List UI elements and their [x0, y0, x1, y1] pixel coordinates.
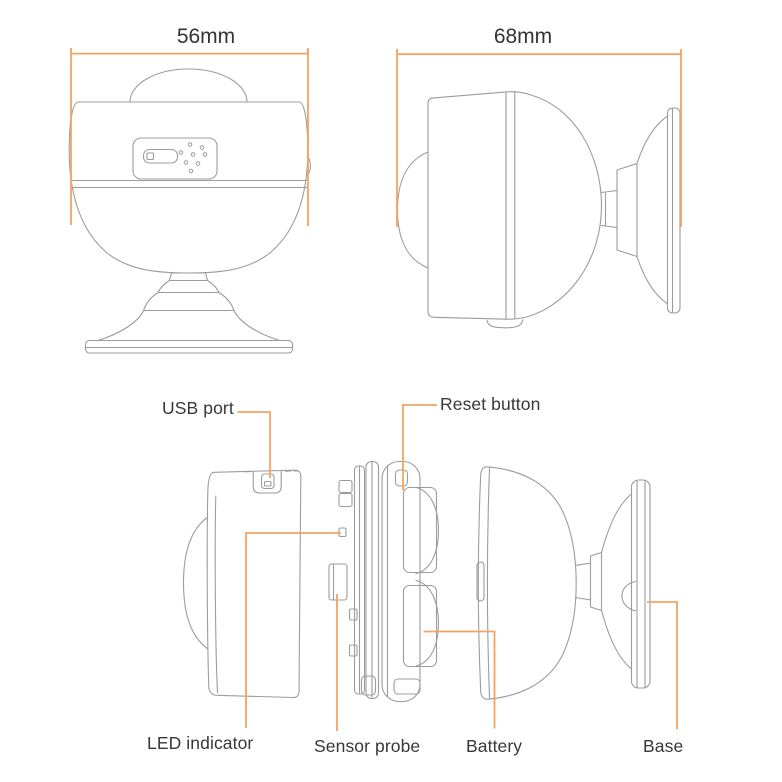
- exploded-battery-holder: [381, 460, 440, 703]
- stand-neck: [574, 562, 592, 601]
- mount-trumpet: [636, 115, 669, 305]
- stand-tier-2: [142, 291, 235, 312]
- led-indicator-leader-line: [245, 532, 341, 728]
- front-shell-rim: [214, 495, 219, 694]
- battery-cage-lower: [402, 584, 438, 668]
- base-plate: [84, 339, 294, 354]
- usb-port-leader-line: [237, 411, 271, 478]
- mic-holes: [178, 142, 208, 174]
- stand-trumpet: [97, 309, 281, 342]
- dome-lens-side: [396, 151, 429, 269]
- dimension-label-side-width: 68mm: [493, 25, 553, 48]
- battery-cage-upper: [402, 486, 438, 574]
- dome-lens: [129, 68, 248, 103]
- mount-tier: [616, 162, 638, 258]
- stand-tier: [589, 551, 603, 612]
- pcb-connector-1: [338, 479, 353, 494]
- usb-panel: [132, 137, 218, 180]
- pcb-plate-1: [353, 465, 366, 695]
- sensor-probe-label: Sensor probe: [314, 736, 421, 756]
- dimension-line-56mm: [70, 48, 309, 226]
- pcb-foot: [360, 675, 377, 696]
- base-label: Base: [643, 736, 684, 756]
- screw-hook: [621, 580, 637, 612]
- exploded-pcb-assembly: [328, 460, 380, 700]
- side-view-drawing: [396, 90, 681, 329]
- battery-bump-upper: [415, 486, 440, 575]
- body-seam-lines: [70, 179, 308, 189]
- base-leader-line: [647, 601, 678, 729]
- neck-side: [600, 189, 618, 229]
- battery-leader-line: [423, 630, 496, 729]
- usb-port-label: USB port: [162, 398, 234, 418]
- holder-foot: [393, 678, 421, 695]
- usb-hole-inner: [263, 480, 272, 487]
- base-wall-plate: [630, 479, 651, 689]
- back-shell-rim: [486, 467, 491, 699]
- battery-label: Battery: [466, 736, 523, 756]
- base-plate-seams: [636, 479, 646, 689]
- dimension-label-front-width: 56mm: [176, 25, 236, 48]
- back-shell-outline: [477, 466, 577, 700]
- top-edge-vents: [244, 470, 299, 473]
- pcb-connector-2: [338, 492, 353, 508]
- stand-tier-1: [157, 279, 220, 294]
- reset-button-label: Reset button: [440, 394, 541, 414]
- stand-trumpet-side: [600, 493, 633, 670]
- pcb-tab-2: [348, 644, 358, 657]
- exploded-front-shell: [182, 469, 302, 699]
- dimension-line-68mm: [396, 49, 682, 227]
- micro-usb-inner: [146, 152, 155, 161]
- reset-button-leader-line: [402, 404, 437, 490]
- led-indicator-label: LED indicator: [147, 733, 254, 753]
- exploded-back-shell: [476, 466, 577, 700]
- front-shell-outline: [206, 469, 302, 699]
- exploded-base-stand: [574, 479, 651, 689]
- usb-recess: [252, 470, 282, 494]
- battery-bump-lower: [415, 579, 440, 667]
- front-view-drawing: [68, 68, 311, 354]
- micro-usb-port: [142, 148, 179, 164]
- head-outline: [427, 91, 603, 320]
- neck: [168, 272, 209, 282]
- front-shell-dome: [182, 516, 209, 650]
- sensor-probe-component: [328, 563, 348, 601]
- pcb-tab-1: [348, 608, 358, 621]
- pcb-plate-2: [365, 460, 380, 700]
- bottom-tab: [486, 319, 524, 329]
- usb-hole: [260, 473, 275, 490]
- wall-plate: [666, 107, 681, 314]
- reset-button-component: [394, 469, 409, 487]
- panel-seam-lines: [505, 90, 516, 320]
- back-shell-slot: [476, 561, 485, 602]
